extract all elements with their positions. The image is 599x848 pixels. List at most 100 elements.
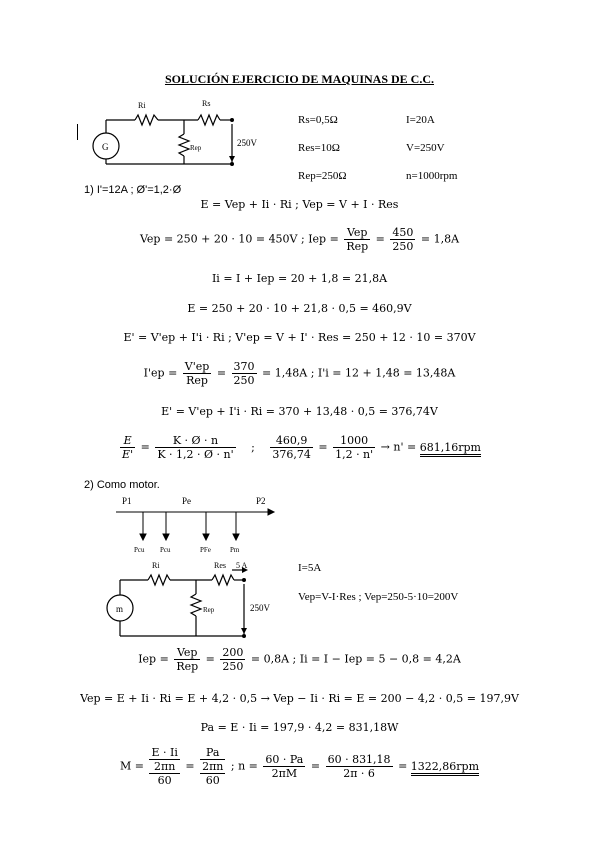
p2eq4-sep: ; n = bbox=[230, 759, 258, 773]
part2-given-vep: Vep=V-I·Res ; Vep=250-5·10=200V bbox=[298, 591, 459, 603]
frac-num: V'ep bbox=[182, 360, 212, 374]
frac-den: 376,74 bbox=[272, 448, 311, 461]
part1-heading: 1) I'=12A ; Ø'=1,2·Ø bbox=[84, 184, 182, 196]
frac-den: 2π · 6 bbox=[343, 767, 375, 780]
frac-den: E' bbox=[122, 448, 134, 461]
frac-den: 2πn bbox=[200, 760, 226, 774]
frac-num: 1000 bbox=[333, 434, 376, 448]
eq8-separator: ; bbox=[251, 440, 255, 454]
ri-label: Ri bbox=[152, 561, 160, 570]
rep-label: Rep bbox=[203, 606, 215, 614]
param-i: I=20A bbox=[406, 114, 435, 126]
flow-p2: P2 bbox=[256, 496, 266, 506]
eq2-result: = 1,8A bbox=[420, 232, 460, 246]
frac-num: Pa bbox=[200, 746, 226, 760]
frac-den: 60 bbox=[205, 774, 220, 787]
p2eq1-result: = 0,8A ; Ii = I − Iep = 5 − 0,8 = 4,2A bbox=[250, 652, 461, 666]
param-res: Res=10Ω bbox=[298, 142, 340, 154]
frac-num: 370 bbox=[231, 360, 257, 374]
generator-circuit-diagram: G Ri Rs Rep 250V bbox=[92, 99, 258, 166]
p2eq4-text: M = bbox=[119, 759, 144, 773]
part2-eq2: Vep = E + Ii · Ri = E + 4,2 · 0,5 → Vep … bbox=[80, 692, 519, 705]
part1-eq7: E' = V'ep + I'i · Ri = 370 + 13,48 · 0,5… bbox=[161, 405, 438, 418]
frac-den: 250 bbox=[222, 660, 244, 673]
rs-label: Rs bbox=[202, 99, 210, 108]
page-title: SOLUCIÓN EJERCICIO DE MAQUINAS DE C.C. bbox=[164, 72, 435, 86]
terminal-bottom bbox=[230, 162, 234, 166]
terminal-top bbox=[242, 578, 246, 582]
part2-answer: 1322,86rpm bbox=[410, 759, 479, 776]
frac-den: Rep bbox=[176, 660, 199, 673]
frac-den: 60 bbox=[157, 774, 172, 787]
param-rep: Rep=250Ω bbox=[298, 170, 347, 182]
terminal-top bbox=[230, 118, 234, 122]
frac-den: 2πn bbox=[149, 760, 180, 774]
part1-eq4: E = 250 + 20 · 10 + 21,8 · 0,5 = 460,9V bbox=[187, 302, 412, 315]
frac-num: 460,9 bbox=[270, 434, 313, 448]
frac-den: Rep bbox=[346, 240, 369, 253]
flow-pcu2: Pcu bbox=[160, 546, 171, 554]
eq2-text: Vep = 250 + 20 · 10 = 450V ; Iep = bbox=[139, 232, 339, 246]
frac-den: 2πM bbox=[271, 767, 298, 780]
frac-num: E bbox=[120, 434, 136, 448]
voltage-label: 250V bbox=[250, 603, 271, 613]
flow-pcu: Pcu bbox=[134, 546, 145, 554]
param-v: V=250V bbox=[406, 142, 445, 154]
part2-given-i: I=5A bbox=[298, 562, 322, 574]
flow-pm: Pm bbox=[230, 546, 240, 554]
res-label: Res bbox=[214, 561, 226, 570]
frac-den: Rep bbox=[186, 374, 208, 387]
ri-label: Ri bbox=[138, 101, 146, 110]
frac-num: 200 bbox=[220, 646, 246, 660]
frac-num: 60 · 831,18 bbox=[325, 753, 393, 767]
terminal-bottom bbox=[242, 634, 246, 638]
part1-eq1: E = Vep + Ii · Ri ; Vep = V + I · Res bbox=[200, 198, 399, 211]
part1-eq3: Ii = I + Iep = 20 + 1,8 = 21,8A bbox=[211, 272, 388, 285]
frac-den: 250 bbox=[233, 374, 255, 387]
p2eq1-text: Iep = bbox=[138, 652, 169, 666]
current-label: 5 A bbox=[236, 561, 248, 570]
param-rs: Rs=0,5Ω bbox=[298, 114, 338, 126]
eq6-text: I'ep = bbox=[143, 366, 178, 380]
motor-label: m bbox=[116, 604, 123, 614]
flow-pe: Pe bbox=[182, 496, 191, 506]
frac-den: K · 1,2 · Ø · n' bbox=[157, 448, 234, 461]
param-n: n=1000rpm bbox=[406, 170, 458, 182]
part1-eq5: E' = V'ep + I'i · Ri ; V'ep = V + I' · R… bbox=[123, 331, 476, 344]
part2-heading: 2) Como motor. bbox=[84, 479, 160, 491]
flow-p1: P1 bbox=[122, 496, 132, 506]
rep-label: Rep bbox=[190, 144, 202, 152]
power-flow-diagram: P1 Pe P2 Pcu Pcu PFe Pm bbox=[116, 496, 276, 554]
frac-den: 250 bbox=[392, 240, 414, 253]
frac-den: 1,2 · n' bbox=[335, 448, 374, 461]
eq6-result: = 1,48A ; I'i = 12 + 1,48 = 13,48A bbox=[262, 366, 456, 380]
flow-pfe: PFe bbox=[200, 546, 211, 554]
voltage-label: 250V bbox=[237, 138, 258, 148]
frac-num: 450 bbox=[390, 226, 416, 240]
motor-circuit-diagram: m Ri Res 5 A Rep 250V bbox=[106, 561, 271, 638]
generator-label: G bbox=[102, 142, 109, 152]
frac-num: 60 · Pa bbox=[263, 753, 306, 767]
eq8-arrow: → n' = bbox=[380, 440, 417, 454]
frac-num: K · Ø · n bbox=[155, 434, 236, 448]
frac-num: Vep bbox=[174, 646, 201, 660]
